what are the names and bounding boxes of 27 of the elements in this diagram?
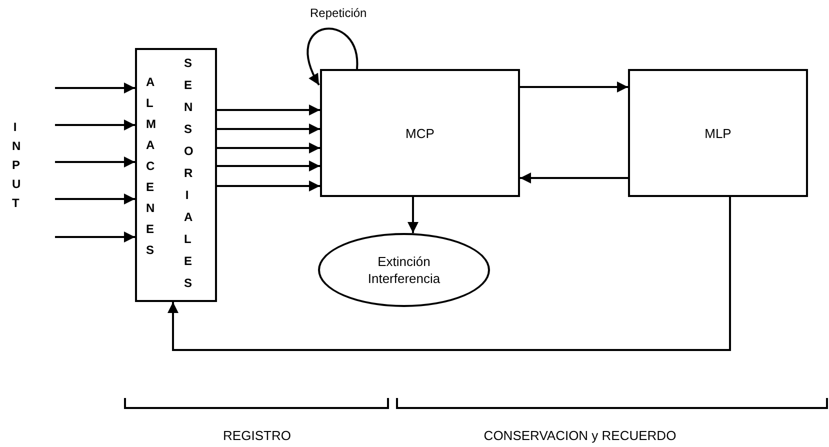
section-label: REGISTRO <box>223 428 291 443</box>
arrow <box>55 194 135 204</box>
node-label: Extinción Interferencia <box>366 253 442 287</box>
arrow <box>217 124 320 134</box>
vertical-label: ALMACENES <box>145 74 158 259</box>
arrow <box>55 156 135 168</box>
arrow <box>306 28 358 86</box>
process-box <box>628 69 808 197</box>
process-box <box>135 48 217 302</box>
node-label: MLP <box>704 124 732 142</box>
arrow <box>217 104 320 116</box>
arrow <box>168 197 731 351</box>
input-label: INPUT <box>11 119 24 212</box>
arrow <box>520 172 628 184</box>
arrow <box>217 180 320 192</box>
section-label: CONSERVACION y RECUERDO <box>484 428 676 443</box>
process-box <box>320 69 520 197</box>
arrow <box>408 197 418 233</box>
edge-label: Repetición <box>308 6 369 20</box>
arrow <box>217 160 320 172</box>
arrow <box>55 120 135 130</box>
arrow <box>217 142 320 154</box>
vertical-label: SENSORIALES <box>183 55 196 292</box>
arrow <box>55 82 135 94</box>
arrow <box>55 232 135 242</box>
node-label: MCP <box>406 124 434 142</box>
arrow <box>520 82 628 92</box>
